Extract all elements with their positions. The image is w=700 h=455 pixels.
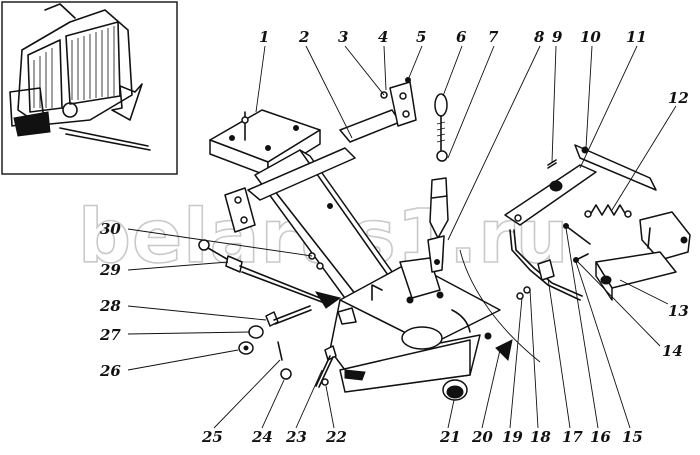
part-11-arm bbox=[504, 164, 597, 226]
callout-11: 11 bbox=[626, 28, 647, 46]
part-8-pin bbox=[427, 177, 449, 273]
main-frame bbox=[247, 109, 501, 393]
callout-27: 27 bbox=[99, 326, 121, 344]
callout-18: 18 bbox=[530, 428, 551, 446]
callout-2: 2 bbox=[298, 28, 309, 46]
part-22-washer bbox=[321, 378, 329, 386]
part-5-bracket bbox=[380, 77, 417, 127]
callout-3: 3 bbox=[338, 28, 348, 46]
part-12-spring bbox=[584, 204, 632, 218]
callout-14: 14 bbox=[662, 342, 683, 360]
callout-19: 19 bbox=[502, 428, 523, 446]
callout-24: 24 bbox=[251, 428, 273, 446]
callout-12: 12 bbox=[668, 89, 689, 107]
part-9-pin bbox=[547, 159, 557, 169]
part-1-mounting-plate bbox=[209, 109, 321, 177]
callout-26: 26 bbox=[99, 362, 121, 380]
callout-16: 16 bbox=[590, 428, 611, 446]
part-30-bracket bbox=[224, 187, 333, 270]
part-28-bolt bbox=[265, 305, 312, 327]
part-24-nut bbox=[280, 368, 292, 380]
part-18-19-washers bbox=[516, 286, 531, 300]
machine-overview-inset bbox=[1, 1, 178, 175]
part-15-screw bbox=[573, 253, 589, 263]
part-21-buffer bbox=[442, 379, 468, 401]
part-27-washer bbox=[248, 325, 264, 339]
part-23-bolt bbox=[315, 345, 337, 388]
callout-6: 6 bbox=[456, 28, 467, 46]
callout-15: 15 bbox=[622, 428, 643, 446]
leader-lines bbox=[127, 45, 677, 429]
callout-7: 7 bbox=[488, 28, 499, 46]
part-14-bolt bbox=[563, 223, 591, 245]
callout-10: 10 bbox=[580, 28, 601, 46]
callout-4: 4 bbox=[378, 28, 388, 46]
callout-25: 25 bbox=[201, 428, 223, 446]
callout-17: 17 bbox=[562, 428, 583, 446]
part-20-wedge bbox=[495, 339, 513, 362]
callout-29: 29 bbox=[99, 261, 121, 279]
callout-5: 5 bbox=[416, 28, 426, 46]
part-25-cotter-pin bbox=[277, 341, 283, 361]
callout-1: 1 bbox=[259, 28, 269, 46]
part-17-clip bbox=[537, 259, 555, 281]
part-26-nut bbox=[238, 341, 254, 355]
callout-20: 20 bbox=[471, 428, 493, 446]
part-10-lever bbox=[574, 144, 657, 191]
callout-22: 22 bbox=[325, 428, 347, 446]
callout-21: 21 bbox=[439, 428, 461, 446]
callout-8: 8 bbox=[534, 28, 545, 46]
part-13-support-block bbox=[595, 211, 691, 301]
callout-labels: 1 2 3 4 5 6 7 8 9 10 11 12 13 14 15 16 1… bbox=[99, 28, 689, 446]
callout-23: 23 bbox=[285, 428, 307, 446]
callout-28: 28 bbox=[99, 297, 121, 315]
part-29-tie-rod bbox=[198, 239, 357, 325]
callout-9: 9 bbox=[552, 28, 563, 46]
callout-13: 13 bbox=[668, 302, 689, 320]
callout-30: 30 bbox=[100, 220, 121, 238]
part-16-rod bbox=[509, 229, 583, 301]
part-7-adjusting-bolt bbox=[434, 93, 448, 162]
